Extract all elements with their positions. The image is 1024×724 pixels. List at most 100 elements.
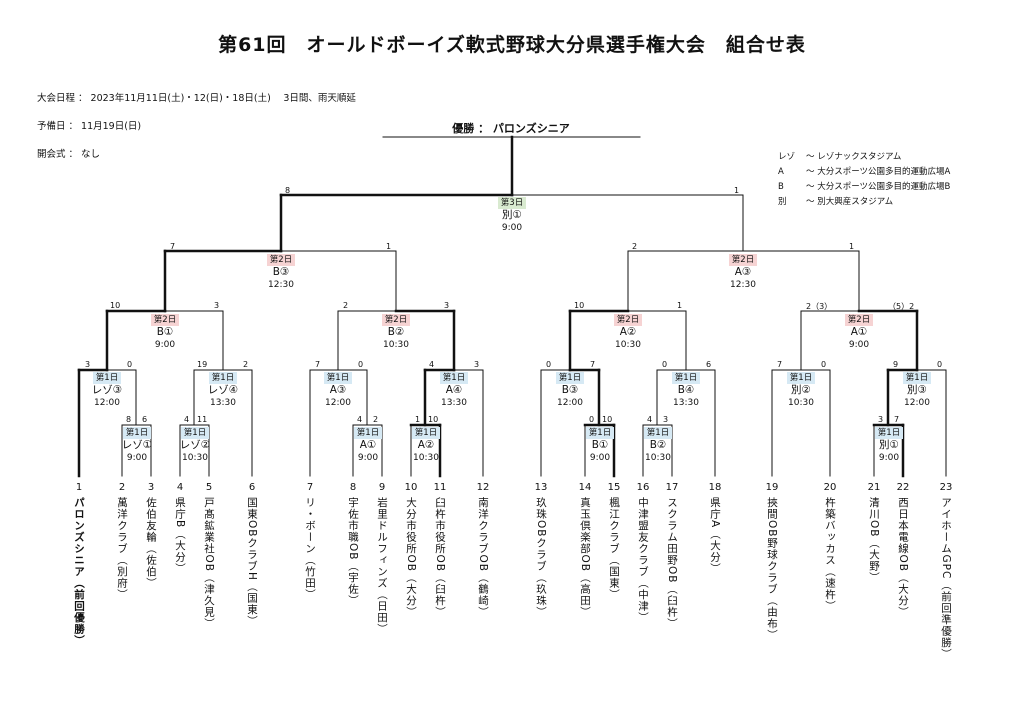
match-venue: レゾ② — [179, 439, 211, 451]
score: 8 — [126, 415, 132, 424]
match-round1: 第1日 別② 10:30 — [776, 372, 826, 409]
match-preliminary: 第1日 A① 9:00 — [348, 427, 388, 464]
match-round1: 第1日 別③ 12:00 — [892, 372, 942, 409]
match-day-badge: 第1日 — [208, 372, 238, 384]
match-day-badge: 第1日 — [353, 427, 383, 439]
score: 0 — [821, 360, 827, 369]
match-venue: A② — [417, 439, 435, 451]
score: 2 — [632, 242, 638, 251]
team-number: 13 — [534, 482, 548, 493]
match-time: 9:00 — [848, 340, 870, 350]
score: 10 — [574, 301, 585, 310]
score: 1 — [677, 301, 683, 310]
score: 3 — [663, 415, 669, 424]
team-number: 23 — [939, 482, 953, 493]
match-venue: B① — [591, 439, 609, 451]
team-number: 20 — [823, 482, 837, 493]
team-name: 戸髙鉱業社OB（津久見） — [203, 497, 215, 630]
match-venue: レゾ① — [121, 439, 153, 451]
team-number: 21 — [867, 482, 881, 493]
team-number: 19 — [765, 482, 779, 493]
score: 4 — [647, 415, 653, 424]
score: 3 — [214, 301, 220, 310]
match-round1: 第1日 B③ 12:00 — [545, 372, 595, 409]
match-time: 10:30 — [383, 340, 409, 350]
score: 0 — [546, 360, 552, 369]
score: 4 — [184, 415, 190, 424]
score: （5）2 — [888, 302, 915, 311]
match-day-badge: 第3日 — [497, 197, 527, 209]
reserve-info: 予備日 ： 11月19日(日) — [37, 121, 142, 132]
match-day-badge: 第1日 — [180, 427, 210, 439]
match-venue: B④ — [677, 384, 695, 396]
match-time: 13:30 — [673, 398, 699, 408]
match-venue: A① — [850, 326, 868, 338]
match-day-badge: 第1日 — [439, 372, 469, 384]
score: 2 — [373, 415, 379, 424]
match-time: 9:00 — [589, 453, 611, 463]
team-number: 17 — [665, 482, 679, 493]
match-day-badge: 第2日 — [728, 254, 758, 266]
match-day-badge: 第1日 — [643, 427, 673, 439]
score: 0 — [358, 360, 364, 369]
score: 7 — [315, 360, 321, 369]
team-name: 楓江クラブ（国東） — [608, 497, 620, 601]
team-number: 10 — [404, 482, 418, 493]
match-preliminary: 第1日 別① 9:00 — [869, 427, 909, 464]
team-number: 22 — [896, 482, 910, 493]
match-day-badge: 第1日 — [902, 372, 932, 384]
match-venue: B③ — [272, 266, 290, 278]
score: 10 — [110, 301, 121, 310]
legend-row: 別～ 別大興産スタジアム — [778, 197, 894, 207]
match-time: 9:00 — [154, 340, 176, 350]
match-time: 9:00 — [878, 453, 900, 463]
match-time: 12:30 — [268, 280, 294, 290]
match-day-badge: 第2日 — [150, 314, 180, 326]
match-venue: B① — [156, 326, 174, 338]
team-name: 真玉倶楽部OB（高田） — [579, 497, 591, 618]
match-venue: A④ — [445, 384, 463, 396]
score: 7 — [170, 242, 176, 251]
team-number: 15 — [607, 482, 621, 493]
match-venue: B② — [387, 326, 405, 338]
match-time: 9:00 — [501, 223, 523, 233]
champion-label: 優勝 ： パロンズシニア — [452, 122, 570, 135]
match-time: 12:00 — [557, 398, 583, 408]
opening-info: 開会式 ： なし — [37, 149, 101, 160]
match-round1: 第1日 レゾ③ 12:00 — [82, 372, 132, 409]
match-day-badge: 第1日 — [323, 372, 353, 384]
match-venue: レゾ③ — [91, 384, 123, 396]
score: 7 — [894, 415, 900, 424]
match-day-badge: 第1日 — [874, 427, 904, 439]
match-day-badge: 第1日 — [555, 372, 585, 384]
match-venue: 別③ — [907, 384, 927, 396]
match-time: 10:30 — [788, 398, 814, 408]
match-time: 12:00 — [325, 398, 351, 408]
score: 2（3） — [806, 302, 833, 311]
match-venue: 別② — [791, 384, 811, 396]
score: 7 — [777, 360, 783, 369]
team-number: 7 — [306, 482, 314, 493]
team-number: 4 — [176, 482, 184, 493]
match-round1: 第1日 A③ 12:00 — [313, 372, 363, 409]
team-name: 臼杵市役所OB（臼杵） — [434, 497, 446, 618]
match-venue: A③ — [734, 266, 752, 278]
match-venue: 別① — [502, 209, 522, 221]
team-name: パロンズシニア（前回優勝） — [73, 497, 85, 647]
match-venue: 別① — [879, 439, 899, 451]
team-name: 県庁A（大分） — [709, 497, 721, 575]
score: 1 — [849, 242, 855, 251]
match-time: 10:30 — [413, 453, 439, 463]
match-venue: A① — [359, 439, 377, 451]
